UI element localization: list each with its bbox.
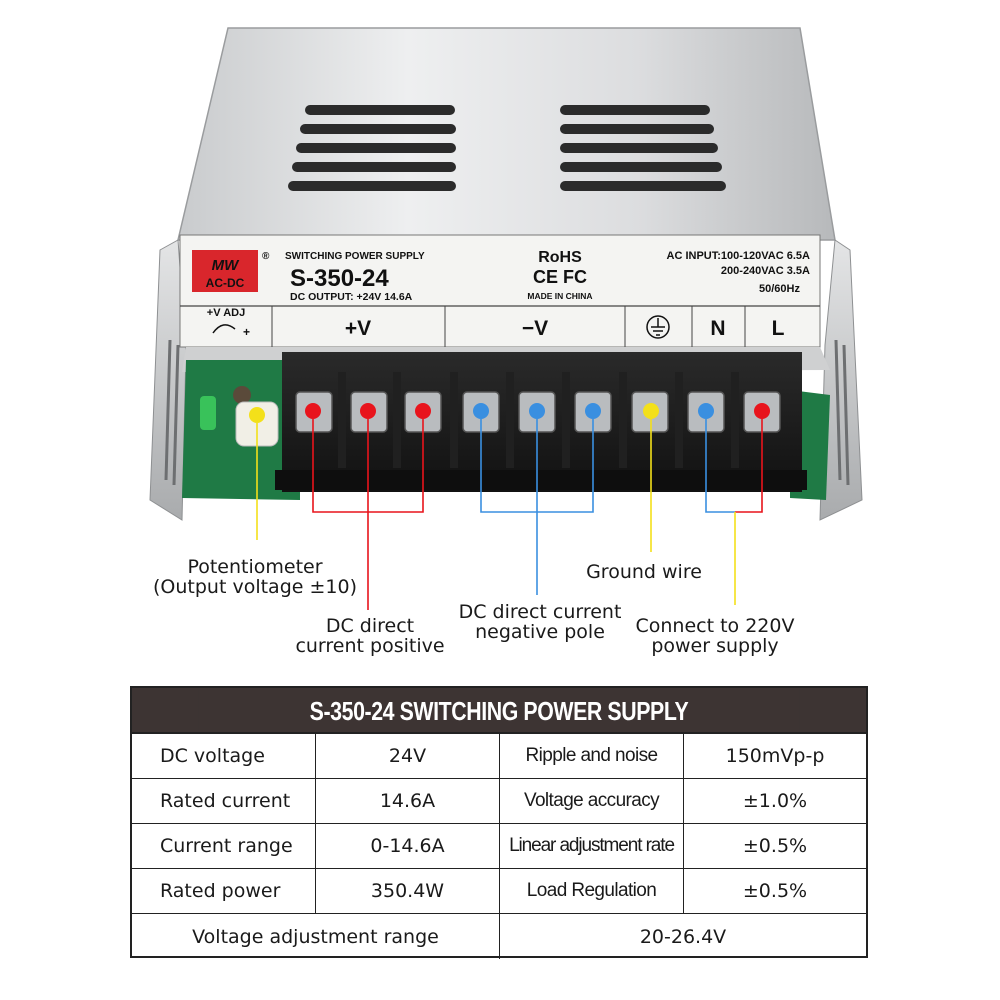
spec-value: ±0.5% (742, 880, 808, 902)
callout-dc-negative-line1: DC direct current (458, 601, 622, 623)
vminus-marker-3 (585, 403, 601, 419)
spec-label: Rated power (132, 869, 316, 913)
table-row: Rated current 14.6A Voltage accuracy ±1.… (132, 779, 866, 824)
chassis-right-side (819, 239, 863, 521)
spec-value: 150mVp-p (725, 745, 825, 767)
table-row: Current range 0-14.6A Linear adjustment … (132, 824, 866, 869)
callout-potentiometer: Potentiometer (Output voltage ±10) (150, 557, 360, 597)
n-marker (698, 403, 714, 419)
table-row: Voltage adjustment range 20-26.4V (132, 914, 866, 959)
spec-value: ±1.0% (742, 790, 808, 812)
ground-marker (643, 403, 659, 419)
callout-dc-positive-line2: current positive (295, 635, 445, 657)
ce-fc-mark: CE FC (533, 267, 587, 287)
vminus-marker-1 (473, 403, 489, 419)
dc-negative-leader (480, 419, 594, 540)
callout-ground-line1: Ground wire (586, 561, 702, 583)
spec-value: 24V (316, 734, 500, 778)
callout-dc-positive-line1: DC direct (325, 615, 415, 637)
spec-label: Voltage accuracy (500, 779, 684, 823)
vadj-plus: + (243, 325, 250, 339)
spec-value: 14.6A (316, 779, 500, 823)
model-number: S-350-24 (290, 265, 389, 292)
terminal-label-vplus: +V (345, 317, 371, 340)
spec-label: Rated current (132, 779, 316, 823)
ac-input-1: AC INPUT:100-120VAC 6.5A (667, 250, 811, 262)
spec-label: Load Regulation (500, 869, 684, 913)
terminal-label-vminus: −V (522, 317, 548, 340)
supply-leader-l (735, 419, 763, 513)
callout-potentiometer-line2: (Output voltage ±10) (153, 576, 357, 598)
callout-potentiometer-line1: Potentiometer (187, 556, 323, 578)
leader-extensions (367, 540, 736, 610)
power-supply-photo: MW AC-DC ® SWITCHING POWER SUPPLY S-350-… (149, 27, 863, 540)
callout-supply: Connect to 220V power supply (620, 616, 810, 656)
ac-input-2: 200-240VAC 3.5A (721, 265, 810, 277)
rohs-mark: RoHS (538, 249, 582, 266)
callout-supply-line2: power supply (651, 635, 779, 657)
vplus-marker-2 (360, 403, 376, 419)
spec-label: DC voltage (132, 734, 316, 778)
vminus-marker-2 (529, 403, 545, 419)
vadj-label: +V ADJ (207, 307, 245, 319)
brand-logo-acdc: AC-DC (206, 276, 245, 290)
spec-label: Voltage adjustment range (132, 914, 500, 959)
spec-label: Linear adjustment rate (500, 824, 684, 868)
ground-symbol-icon (646, 315, 670, 339)
spec-table: S-350-24 SWITCHING POWER SUPPLY DC volta… (130, 686, 868, 959)
label-sticker (179, 234, 821, 348)
brand-logo (192, 250, 258, 292)
ac-input-3: 50/60Hz (759, 283, 800, 295)
callout-dc-positive: DC direct current positive (280, 616, 460, 656)
vplus-marker-3 (415, 403, 431, 419)
l-marker (754, 403, 770, 419)
spec-value: 20-26.4V (639, 925, 727, 948)
spec-value: ±0.5% (742, 835, 808, 857)
terminal-dividers (338, 372, 739, 468)
brand-logo-mw: MW (212, 257, 240, 274)
made-in: MADE IN CHINA (527, 291, 592, 301)
callout-dc-negative-line2: negative pole (475, 621, 605, 643)
dc-positive-leader (312, 419, 424, 540)
spec-label: Ripple and noise (500, 734, 684, 778)
spec-table-title: S-350-24 SWITCHING POWER SUPPLY (198, 688, 800, 732)
top-vents (288, 105, 726, 191)
callout-ground: Ground wire (574, 562, 714, 582)
spec-table-header: S-350-24 SWITCHING POWER SUPPLY (132, 688, 866, 734)
dc-output: DC OUTPUT: +24V 14.6A (290, 291, 413, 303)
vadj-arrow-icon (212, 324, 236, 334)
table-row: Rated power 350.4W Load Regulation ±0.5% (132, 869, 866, 914)
product-type: SWITCHING POWER SUPPLY (285, 251, 425, 262)
terminal-label-l: L (772, 317, 785, 340)
callout-supply-line1: Connect to 220V (635, 615, 795, 637)
supply-leader-n (705, 419, 735, 513)
vplus-marker-1 (305, 403, 321, 419)
spec-label: Current range (132, 824, 316, 868)
chassis-top (177, 27, 836, 241)
callout-dc-negative: DC direct current negative pole (440, 602, 640, 642)
pot-marker (249, 407, 265, 423)
table-row: DC voltage 24V Ripple and noise 150mVp-p (132, 734, 866, 779)
terminal-label-n: N (710, 317, 725, 340)
spec-value: 350.4W (316, 869, 500, 913)
spec-value: 0-14.6A (316, 824, 500, 868)
registered-mark: ® (262, 251, 270, 262)
